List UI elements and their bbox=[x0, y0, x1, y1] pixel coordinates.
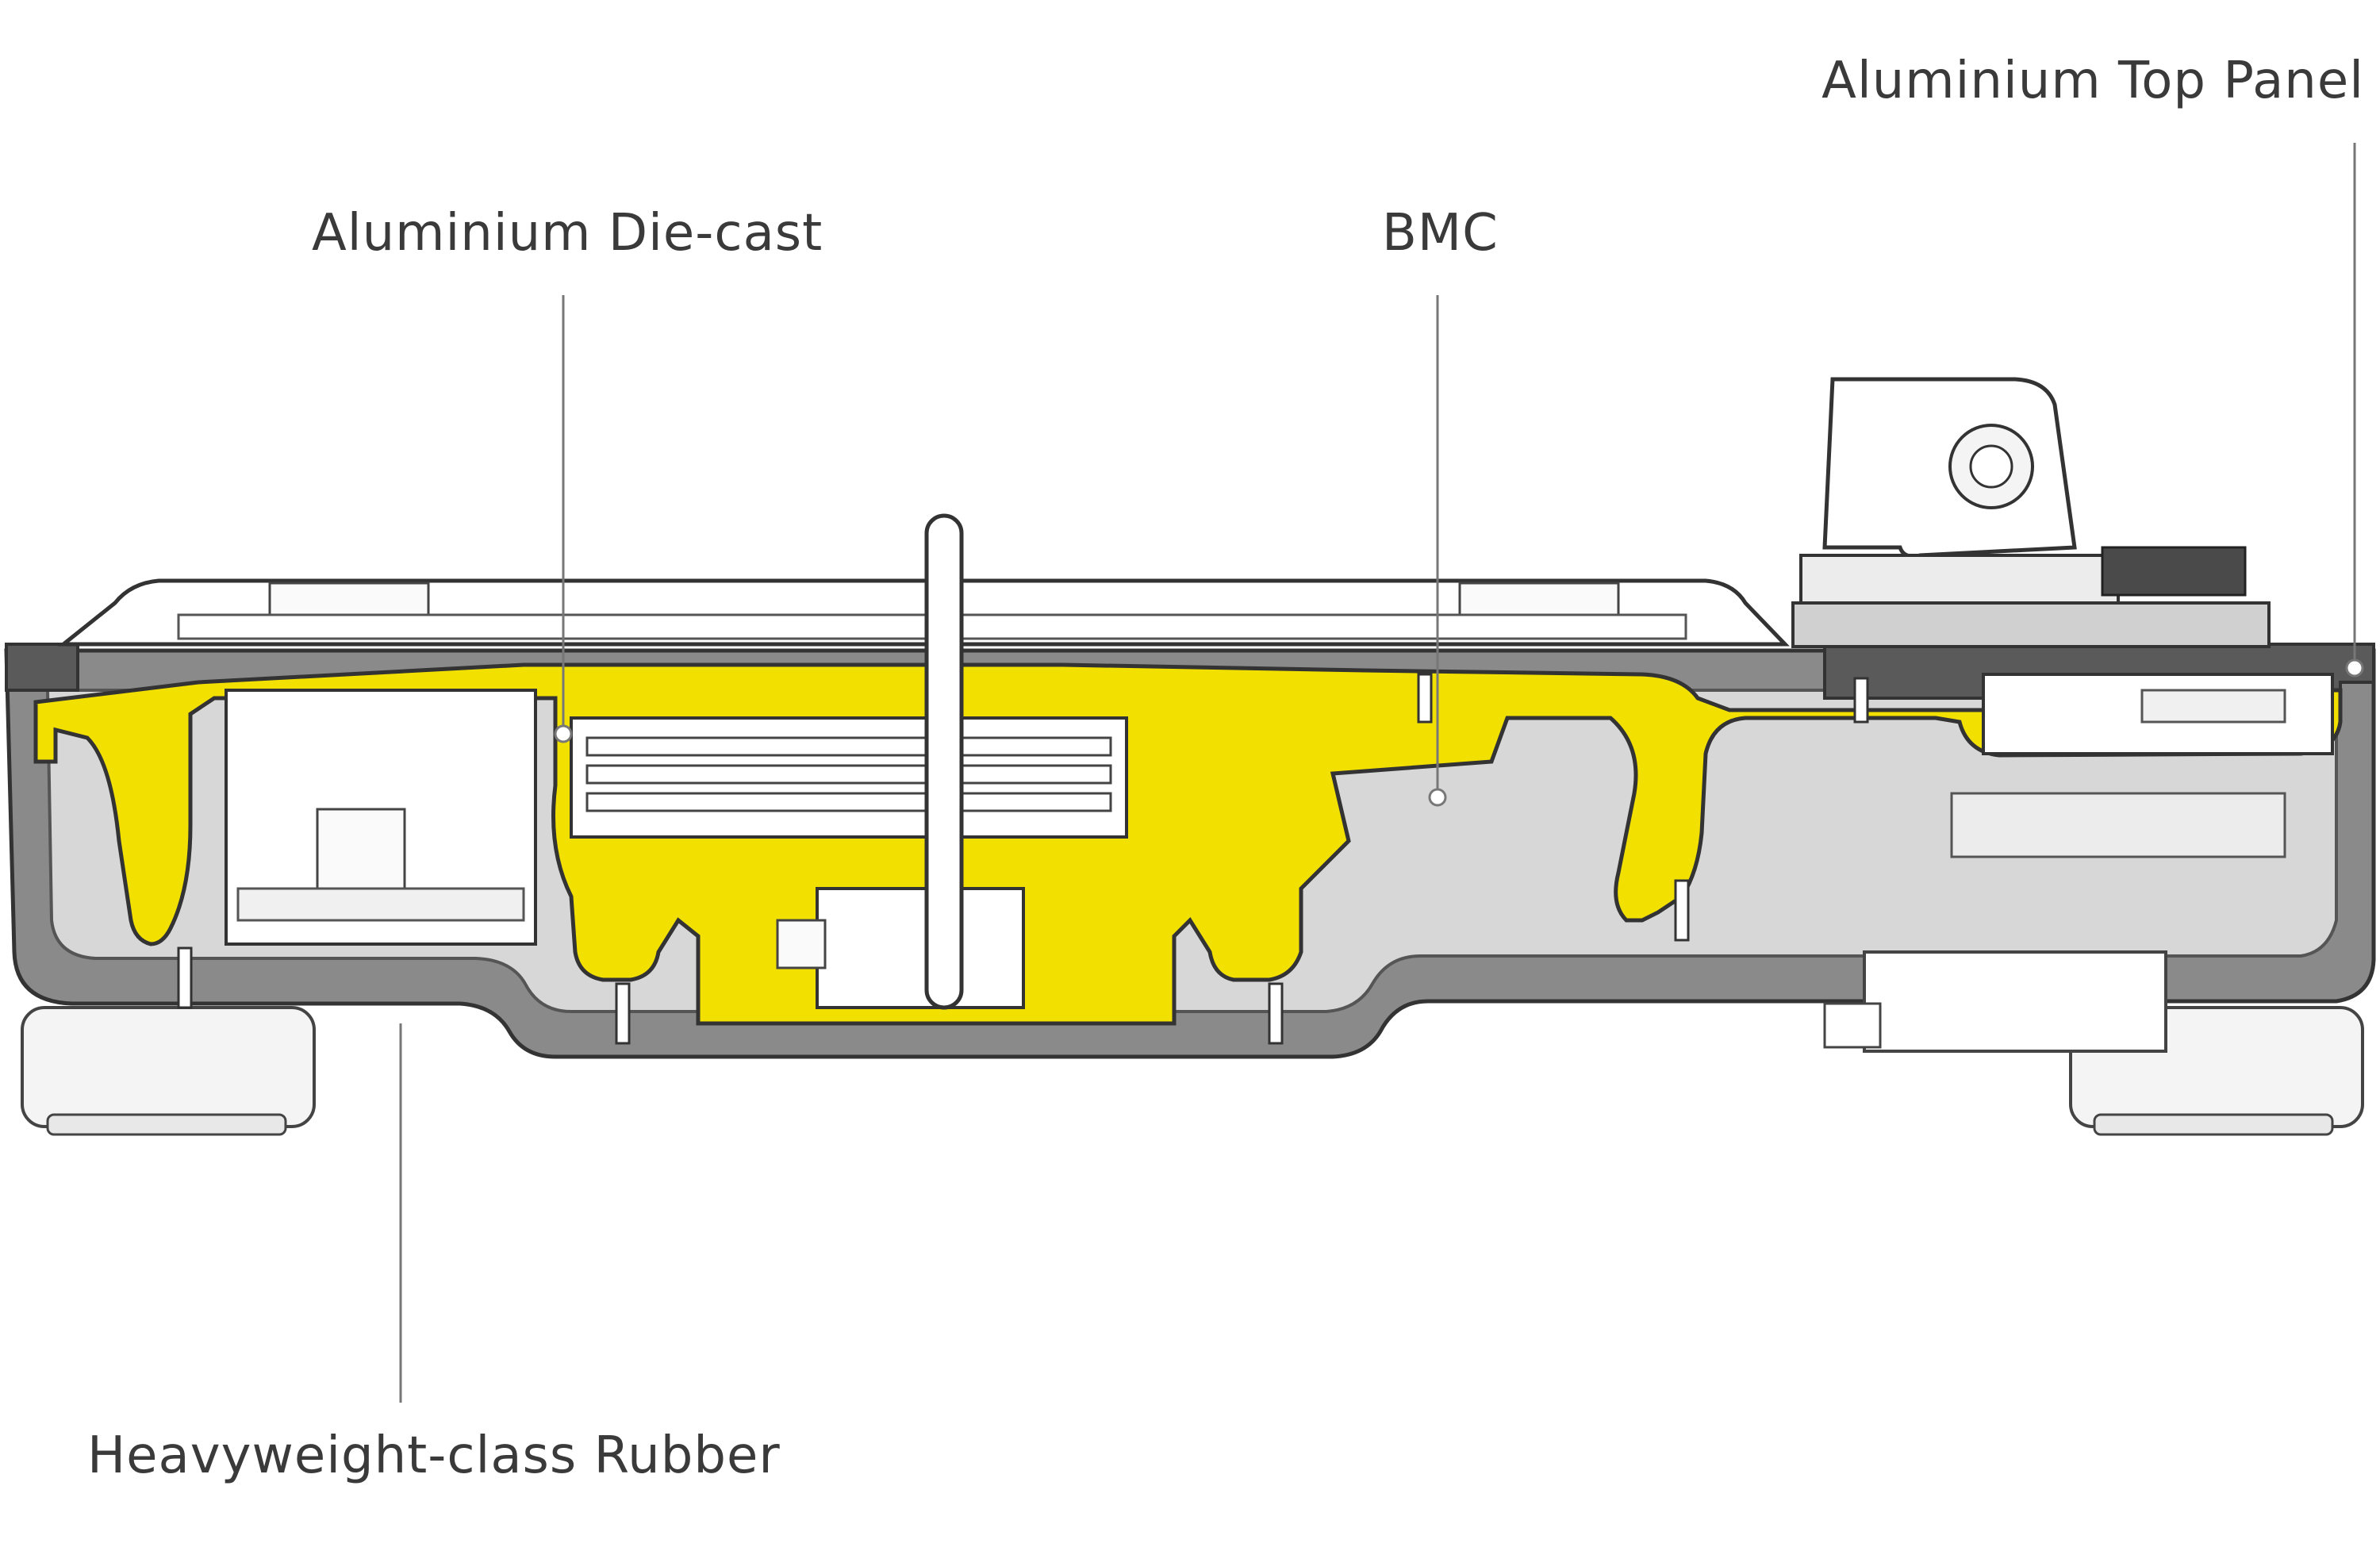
left-electronics-compartment bbox=[225, 689, 537, 946]
leader-lines bbox=[399, 143, 2356, 1403]
label-heavyweight-class-rubber: Heavyweight-class Rubber bbox=[87, 1426, 781, 1485]
bolts bbox=[177, 673, 1869, 1045]
label-aluminium-die-cast: Aluminium Die-cast bbox=[312, 204, 823, 263]
leader-dots bbox=[554, 658, 2364, 807]
leader-dot-top-panel bbox=[2345, 658, 2364, 678]
left-foot bbox=[21, 1006, 316, 1136]
spindle bbox=[924, 513, 964, 1010]
leader-dot-die-cast bbox=[554, 724, 573, 743]
right-bottom-box bbox=[1823, 950, 2167, 1053]
label-aluminium-top-panel: Aluminium Top Panel bbox=[1821, 52, 2364, 110]
left-top-rim bbox=[5, 643, 79, 692]
tonearm bbox=[1791, 377, 2271, 648]
platter bbox=[57, 578, 1790, 647]
leader-dot-bmc bbox=[1428, 788, 1447, 807]
label-bmc: BMC bbox=[1382, 204, 1499, 263]
motor-assembly bbox=[570, 716, 1128, 1009]
right-tonearm-base-compartment bbox=[1950, 673, 2334, 858]
